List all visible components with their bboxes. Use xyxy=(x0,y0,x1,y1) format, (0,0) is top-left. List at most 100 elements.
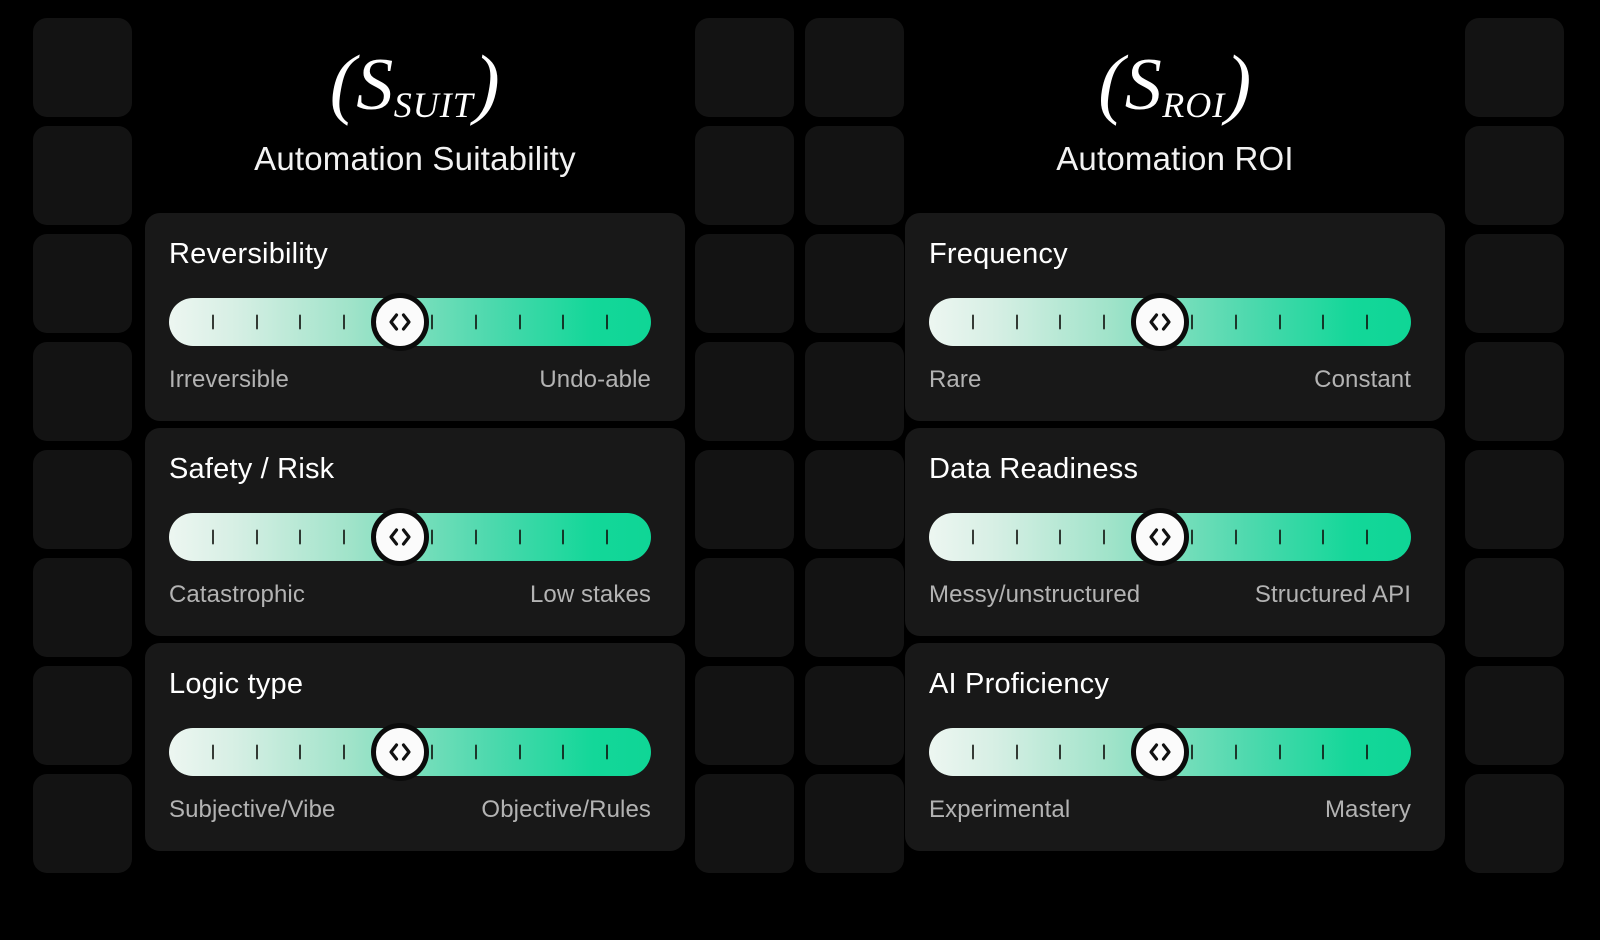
background-grid-square xyxy=(695,666,794,765)
slider-max-label: Low stakes xyxy=(529,580,651,608)
slider-tick xyxy=(1059,529,1062,545)
slider-tick xyxy=(1366,529,1369,545)
slider-min-label: Subjective/Vibe xyxy=(169,795,336,823)
symbol-close-paren: ) xyxy=(473,39,501,126)
slider-data-readiness[interactable] xyxy=(929,507,1411,566)
slider-tick xyxy=(562,744,565,760)
slider-thumb[interactable] xyxy=(1131,507,1190,566)
card-list: Reversibility Irreversible Undo-able Saf… xyxy=(145,213,685,851)
card-ai-proficiency: AI Proficiency Experimental Mastery xyxy=(905,643,1445,851)
slider-tick xyxy=(299,314,302,330)
slider-tick xyxy=(211,744,214,760)
slider-tick xyxy=(343,529,346,545)
slider-tick xyxy=(1278,314,1281,330)
slider-tick xyxy=(1366,744,1369,760)
slider-tick xyxy=(474,744,477,760)
background-grid-square xyxy=(33,18,132,117)
slider-tick xyxy=(1278,744,1281,760)
slider-tick xyxy=(1322,744,1325,760)
slider-thumb[interactable] xyxy=(1131,292,1190,351)
column-caption: Automation ROI xyxy=(1056,140,1294,177)
slider-min-label: Messy/unstructured xyxy=(929,580,1141,608)
card-logic-type: Logic type Subjective/Vibe Objective/Rul… xyxy=(145,643,685,851)
background-grid-square xyxy=(695,234,794,333)
slider-tick xyxy=(1015,314,1018,330)
slider-range-labels: Catastrophic Low stakes xyxy=(169,581,651,609)
background-grid-square xyxy=(695,558,794,657)
background-grid-square xyxy=(33,126,132,225)
card-title: AI Proficiency xyxy=(929,668,1110,700)
card-frequency: Frequency Rare Constant xyxy=(905,213,1445,421)
slider-min-label: Experimental xyxy=(929,795,1071,823)
background-grid-square xyxy=(1465,126,1564,225)
background-grid-square xyxy=(695,342,794,441)
card-safety-risk: Safety / Risk Catastrophic Low stakes xyxy=(145,428,685,636)
code-chevrons-icon xyxy=(389,313,411,331)
background-grid-square xyxy=(33,234,132,333)
slider-tick xyxy=(606,314,609,330)
slider-tick xyxy=(1322,529,1325,545)
slider-tick xyxy=(971,744,974,760)
slider-tick xyxy=(255,529,258,545)
slider-min-label: Rare xyxy=(929,365,982,393)
slider-ai-proficiency[interactable] xyxy=(929,722,1411,781)
slider-tick xyxy=(430,529,433,545)
slider-safety-risk[interactable] xyxy=(169,507,651,566)
slider-tick xyxy=(1190,314,1193,330)
slider-tick xyxy=(211,314,214,330)
code-chevrons-icon xyxy=(389,528,411,546)
code-chevrons-icon xyxy=(1149,743,1171,761)
slider-tick xyxy=(343,314,346,330)
slider-tick xyxy=(299,529,302,545)
background-grid-square xyxy=(1465,666,1564,765)
background-grid-square xyxy=(1465,342,1564,441)
slider-tick xyxy=(1190,529,1193,545)
slider-range-labels: Subjective/Vibe Objective/Rules xyxy=(169,796,651,824)
slider-thumb[interactable] xyxy=(1131,722,1190,781)
symbol-subscript: SUIT xyxy=(393,85,474,125)
background-grid-square xyxy=(33,450,132,549)
card-title: Logic type xyxy=(169,668,304,700)
slider-tick xyxy=(562,529,565,545)
symbol-close-paren: ) xyxy=(1225,39,1252,126)
card-title: Frequency xyxy=(929,238,1068,270)
slider-tick xyxy=(1234,529,1237,545)
background-grid-square xyxy=(33,342,132,441)
slider-tick xyxy=(606,529,609,545)
column-caption: Automation Suitability xyxy=(254,140,576,177)
slider-tick xyxy=(255,744,258,760)
slider-thumb[interactable] xyxy=(371,292,430,351)
slider-range-labels: Experimental Mastery xyxy=(929,796,1411,824)
code-chevrons-icon xyxy=(389,743,411,761)
background-grid-square xyxy=(1465,558,1564,657)
slider-tick xyxy=(1015,744,1018,760)
card-title: Safety / Risk xyxy=(169,453,335,485)
background-grid-square xyxy=(1465,234,1564,333)
slider-frequency[interactable] xyxy=(929,292,1411,351)
slider-tick xyxy=(518,529,521,545)
slider-tick xyxy=(1015,529,1018,545)
background-grid-square xyxy=(33,558,132,657)
slider-min-label: Catastrophic xyxy=(169,580,305,608)
background-grid-square xyxy=(805,234,904,333)
background-grid-square xyxy=(695,126,794,225)
slider-tick xyxy=(474,529,477,545)
slider-logic-type[interactable] xyxy=(169,722,651,781)
slider-range-labels: Irreversible Undo-able xyxy=(169,366,651,394)
slider-reversibility[interactable] xyxy=(169,292,651,351)
card-reversibility: Reversibility Irreversible Undo-able xyxy=(145,213,685,421)
slider-tick xyxy=(1278,529,1281,545)
card-title: Reversibility xyxy=(169,238,328,270)
background-grid-square xyxy=(805,558,904,657)
slider-min-label: Irreversible xyxy=(169,365,289,393)
background-grid-square xyxy=(805,18,904,117)
background-grid-square xyxy=(695,450,794,549)
slider-tick xyxy=(1234,744,1237,760)
slider-thumb[interactable] xyxy=(371,722,430,781)
symbol-s-suit: (SSUIT) xyxy=(145,44,685,125)
code-chevrons-icon xyxy=(1149,528,1171,546)
column-header: (SROI) Automation ROI xyxy=(905,0,1445,178)
symbol-letter-s: S xyxy=(356,44,394,126)
symbol-s-roi: (SROI) xyxy=(905,44,1445,124)
slider-thumb[interactable] xyxy=(371,507,430,566)
